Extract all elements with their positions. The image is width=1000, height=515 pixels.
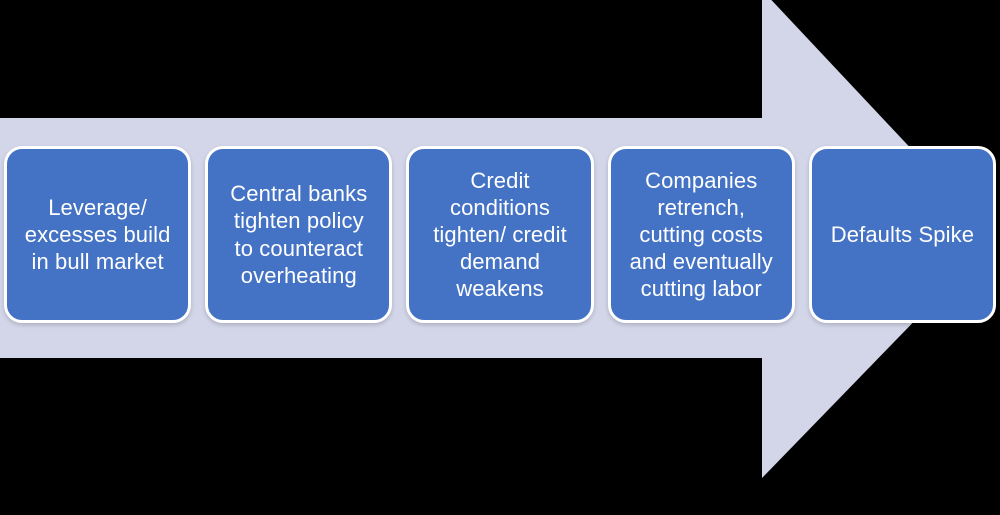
process-box-label: Credit conditions tighten/ credit demand…	[433, 167, 567, 302]
process-stage-row: Leverage/ excesses build in bull market …	[0, 146, 1000, 323]
process-box-credit-conditions-tighten[interactable]: Credit conditions tighten/ credit demand…	[406, 146, 594, 323]
process-box-label: Leverage/ excesses build in bull market	[24, 194, 171, 275]
process-box-label: Defaults Spike	[830, 221, 975, 247]
process-box-label: Companies retrench, cutting costs and ev…	[629, 167, 773, 302]
process-box-leverage-excesses[interactable]: Leverage/ excesses build in bull market	[4, 146, 192, 323]
process-box-central-banks-tighten[interactable]: Central banks tighten policy to countera…	[205, 146, 393, 323]
process-box-companies-retrench[interactable]: Companies retrench, cutting costs and ev…	[607, 146, 795, 323]
process-box-defaults-spike[interactable]: Defaults Spike	[808, 146, 997, 323]
process-box-label: Central banks tighten policy to countera…	[230, 181, 368, 288]
